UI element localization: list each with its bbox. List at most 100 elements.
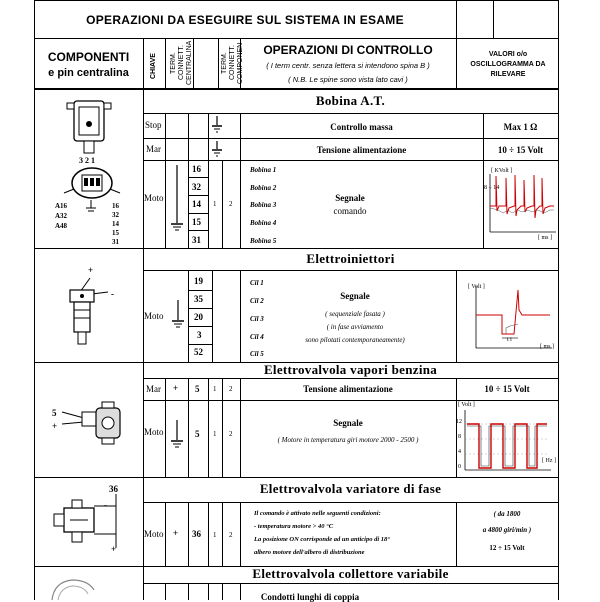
bobina-scope-x: [ ms ] (538, 235, 552, 241)
benzina-mar-chiave: Mar (146, 384, 161, 394)
bobina-mar-val: 10 ÷ 15 Volt (497, 145, 544, 155)
iniettori-scope-x: [ ms ] (540, 344, 554, 350)
iniettori-pin-1: 19 (194, 276, 203, 286)
benzina-oscillogram (464, 410, 551, 471)
bobina-moto-chiave: Moto (144, 193, 164, 203)
benzina-moto-note: ( Motore in temperatura giri motore 2000… (277, 436, 419, 444)
bobina-comando: comando (333, 206, 367, 216)
collettore-op: Condotti lunghi di coppia (260, 592, 360, 602)
benzina-mar-val: 10 ÷ 15 Volt (484, 384, 530, 394)
benzina-mar-c1: 1 (213, 385, 217, 393)
benzina-label-5: 5 (52, 408, 57, 418)
bobina-pin-4: 15 (192, 217, 201, 227)
connector-icon (63, 167, 121, 199)
bobina-stop-val: Max 1 Ω (503, 122, 538, 132)
ground-icon (212, 116, 222, 133)
header-pin: e pin centralina (48, 67, 129, 79)
ground-icon (86, 200, 96, 212)
ground-icon (171, 165, 183, 231)
benzina-tick-0: 0 (458, 464, 461, 470)
benzina-mar-op: Tensione alimentazione (303, 384, 393, 394)
fase-label-36: 36 (109, 484, 118, 494)
iniettori-moto-chiave: Moto (144, 311, 164, 321)
cil-4: Cil 4 (250, 333, 264, 341)
ground-icon (172, 300, 184, 328)
iniettori-scope-ti: t i (507, 337, 512, 343)
fase-val1: ( da 1800 (493, 510, 521, 518)
bobina-label-4: Bobina 4 (250, 219, 277, 227)
iniettori-note1: ( sequenziale fasata ) (325, 310, 385, 318)
fase-c2: 2 (229, 531, 233, 539)
pin-right-4: 15 (112, 229, 119, 237)
pin-right-3: 14 (112, 220, 119, 228)
header-componenti: COMPONENTI (47, 50, 130, 64)
injector-icon (69, 277, 109, 345)
benzina-scope-y: [ Volt ] (458, 402, 475, 408)
pin-right-5: 31 (112, 238, 119, 246)
fase-op3: La posizione ON corrisponde ad un antici… (254, 536, 390, 543)
iniettori-title: Elettroiniettori (306, 251, 395, 266)
fase-op4: albero motore dell'albero di distribuzio… (254, 549, 365, 556)
phase-valve-icon (53, 494, 117, 548)
fase-plus-cell: + (173, 528, 179, 538)
bobina-label-5: Bobina 5 (250, 237, 277, 245)
injector-oscillogram (475, 286, 552, 349)
fase-title: Elettrovalvola variatore di fase (259, 481, 442, 496)
iniettori-plus: + (88, 265, 94, 275)
coil-icon (66, 100, 112, 154)
pin-left-1: A16 (55, 202, 68, 210)
iniettori-note3: sono pilotati contemporaneamente) (305, 336, 405, 344)
fase-minus: - (104, 500, 107, 510)
fase-val2: a 4800 giri/min ) (482, 526, 532, 534)
bobina-oscillogram (489, 174, 556, 233)
benzina-mar-plus: + (173, 383, 179, 393)
ground-icon (171, 420, 183, 448)
pin-left-2: A32 (55, 212, 68, 220)
bobina-segnale: Segnale (335, 193, 365, 203)
header-chiave: CHIAVE (150, 53, 157, 79)
benzina-mar-pin: 5 (195, 384, 200, 394)
fase-op1: Il comando è attivato nelle seguenti con… (254, 510, 381, 517)
ground-icon (212, 141, 222, 157)
benzina-mar-c2: 2 (229, 385, 233, 393)
bobina-scope-y: [ KVolt ] (491, 168, 513, 174)
bobina-comp-2: 2 (229, 200, 233, 208)
bobina-label-1: Bobina 1 (250, 166, 277, 174)
bobina-pin-1: 16 (192, 164, 201, 174)
header-op-note1: ( I term centr. senza lettera si intendo… (266, 61, 430, 70)
benzina-tick-4: 4 (458, 449, 461, 455)
fase-pin: 36 (192, 529, 201, 539)
benzina-title: Elettrovalvola vapori benzina (263, 362, 438, 377)
benzina-tick-12: 12 (456, 419, 462, 425)
fase-plus: + (111, 544, 117, 554)
bobina-label-2: Bobina 2 (250, 184, 277, 192)
iniettori-pin-5: 52 (194, 347, 203, 357)
bobina-mar-op: Tensione alimentazione (316, 145, 407, 155)
connector-pins-label: 3 2 1 (79, 156, 95, 165)
benzina-moto-chiave: Moto (144, 427, 164, 437)
bobina-pin-3: 14 (192, 199, 201, 209)
bobina-title: Bobina A.T. (315, 93, 386, 108)
page-title: OPERAZIONI DA ESEGUIRE SUL SISTEMA IN ES… (86, 13, 404, 27)
benzina-scope-x: [ Hz ] (542, 458, 556, 464)
iniettori-segnale: Segnale (340, 291, 370, 301)
cil-2: Cil 2 (250, 297, 264, 305)
bobina-stop-op: Controllo massa (330, 122, 393, 132)
header-term-compon: TERM. CONNETT. COMPONEN (221, 42, 244, 84)
pin-right-2: 32 (112, 211, 119, 219)
iniettori-pin-4: 3 (197, 330, 202, 340)
iniettori-pin-3: 20 (194, 312, 203, 322)
bobina-mar-chiave: Mar (146, 144, 161, 154)
bobina-stop-chiave: Stop (145, 120, 162, 130)
fase-c1: 1 (213, 531, 217, 539)
manifold-valve-icon (51, 579, 95, 601)
header-term-centr: TERM. CONNETT. CENTRALINA (170, 40, 193, 86)
cil-5: Cil 5 (250, 350, 264, 358)
valve-icon (61, 401, 121, 445)
bobina-pin-5: 31 (192, 235, 201, 245)
fase-op2: - temperatura motore > 40 °C (254, 523, 334, 530)
benzina-plus: + (52, 421, 58, 431)
benzina-tick-8: 8 (458, 434, 461, 440)
iniettori-note2: ( in fase avviamento (326, 323, 384, 331)
fase-chiave: Moto (144, 529, 164, 539)
